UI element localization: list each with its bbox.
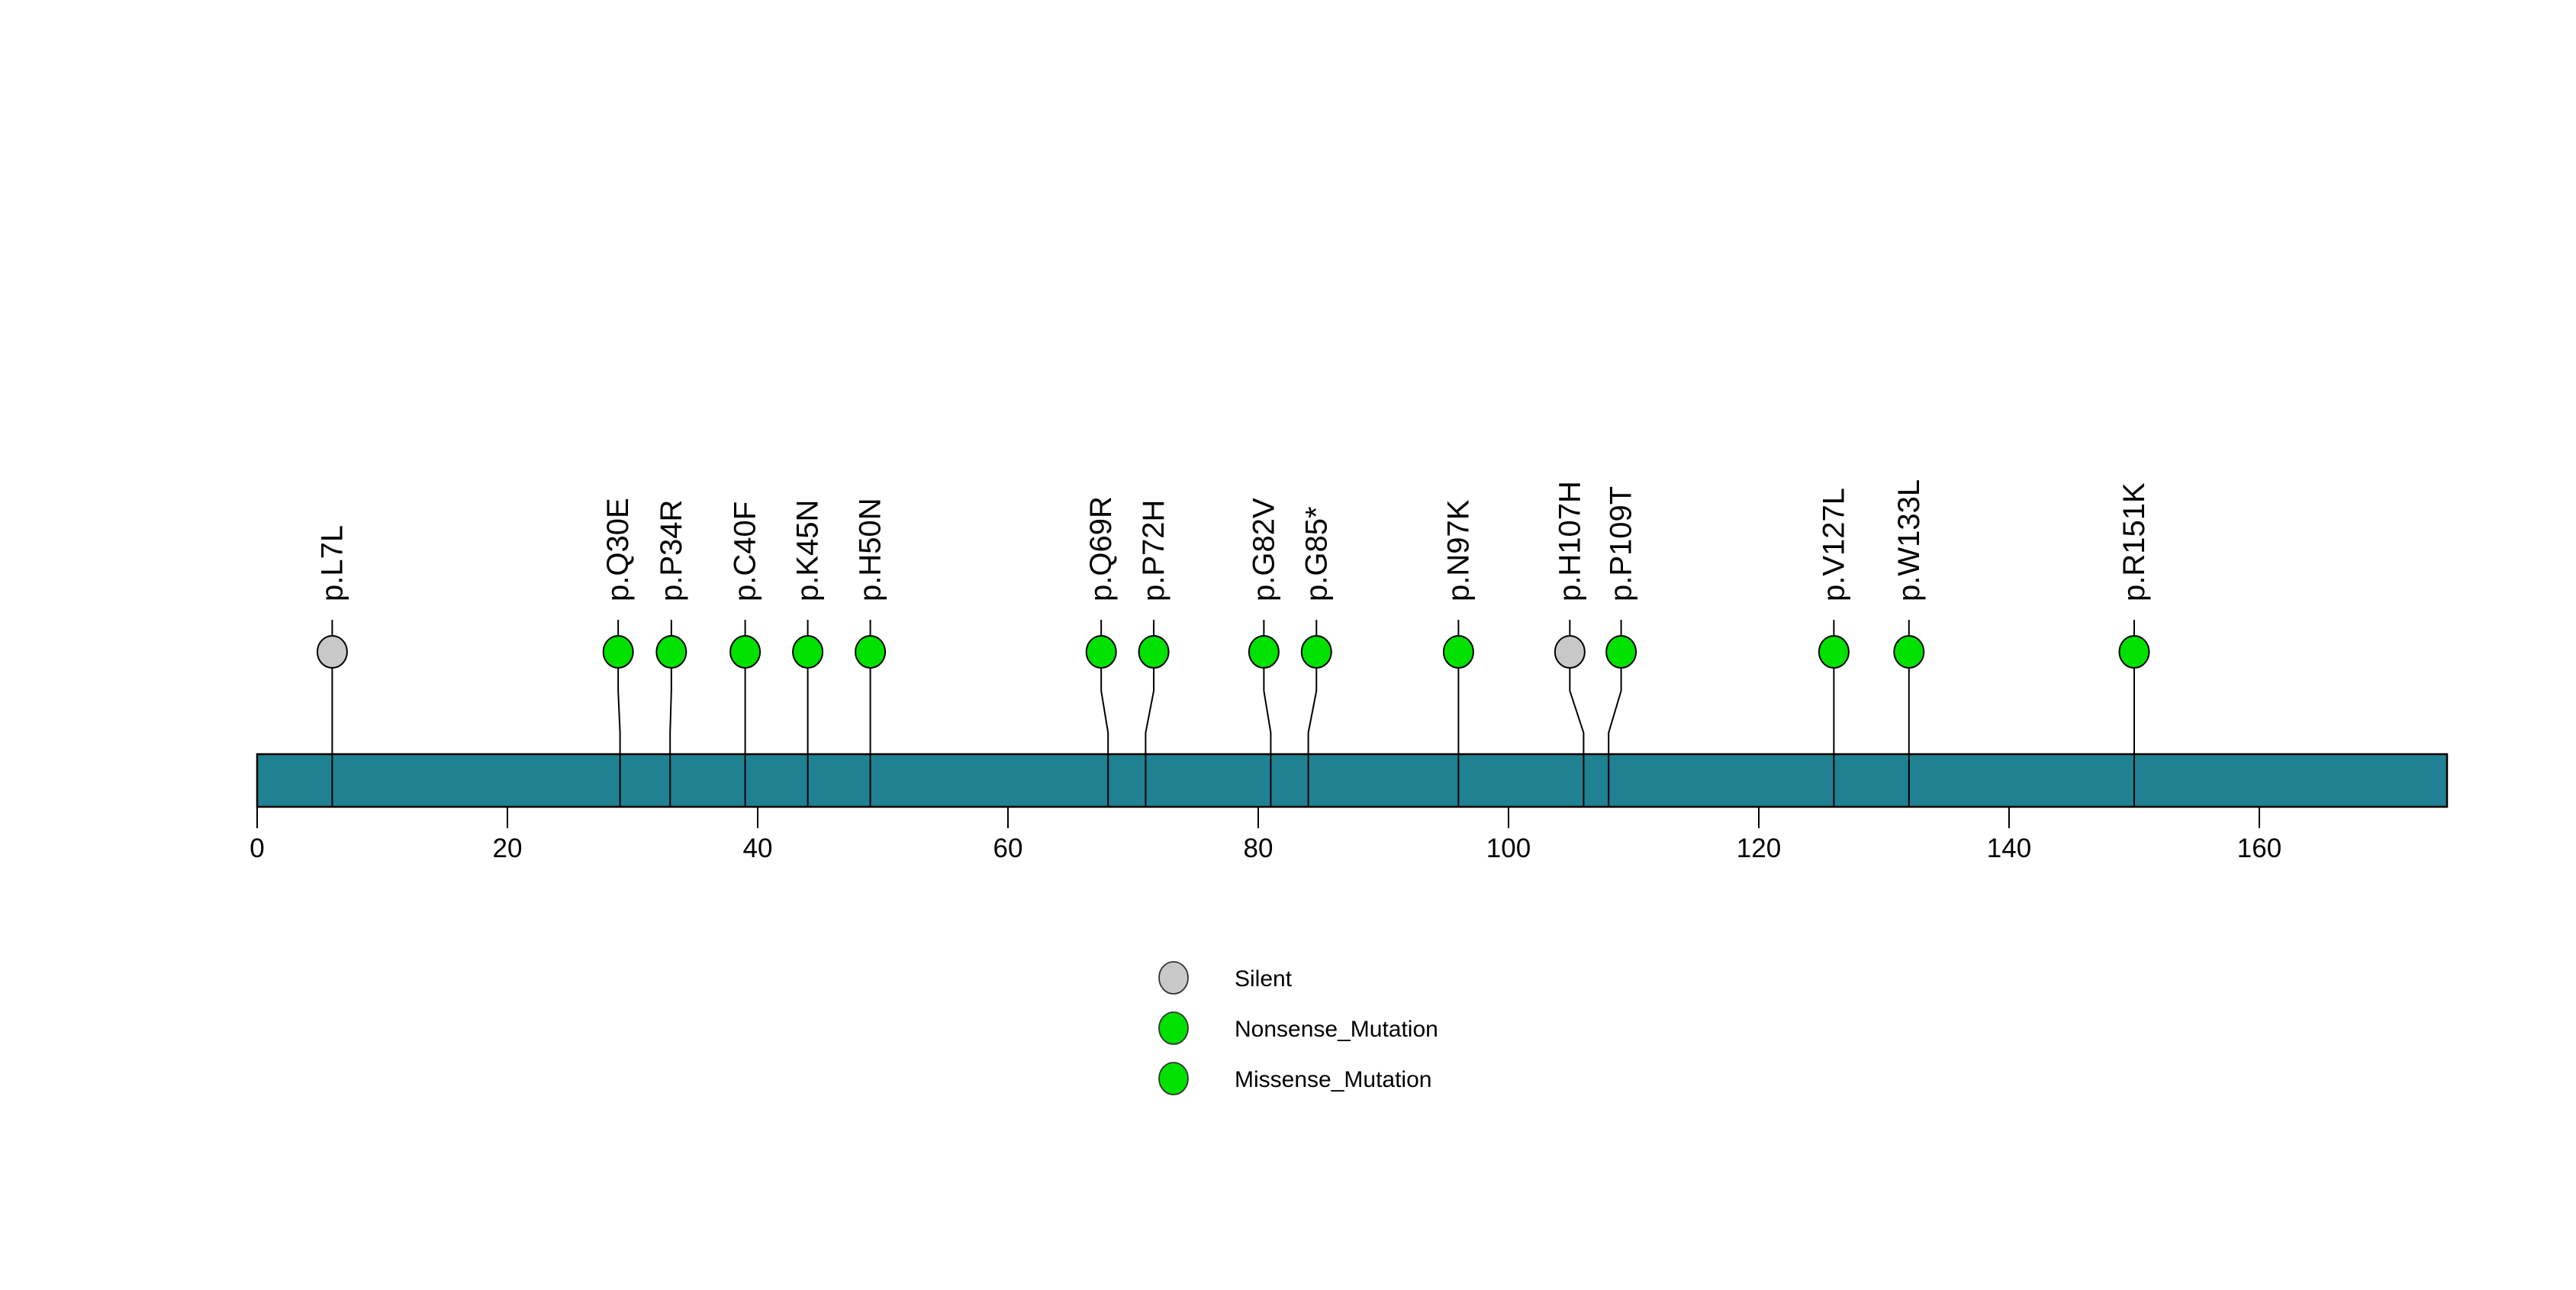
mutation-lollipop [792, 635, 824, 669]
mutation-label: p.N97K [1441, 499, 1475, 601]
mutation-label: p.Q69R [1084, 496, 1118, 601]
mutation-lollipop [2118, 635, 2150, 669]
mutation-label: p.P109T [1605, 486, 1638, 601]
mutation-label: p.W133L [1892, 479, 1926, 601]
mutation-lollipop [602, 635, 634, 669]
mutation-lollipop [1818, 635, 1850, 669]
mutation-label: p.G82V [1247, 498, 1280, 601]
mutation-label: p.H107H [1553, 481, 1586, 601]
mutation-lollipop [1554, 635, 1586, 669]
mutation-label: p.P34R [655, 500, 688, 601]
mutation-lollipop [1248, 635, 1280, 669]
mutation-lollipop [1138, 635, 1170, 669]
axis-tick-label: 120 [1737, 834, 1781, 863]
axis-tick-label: 0 [250, 834, 264, 863]
mutation-lollipop [1893, 635, 1925, 669]
mutation-lollipop [1605, 635, 1637, 669]
mutation-label: p.V127L [1817, 488, 1850, 601]
axis-tick-label: 20 [493, 834, 523, 863]
mutation-lollipop [316, 635, 348, 669]
legend-label: Silent [1235, 966, 1293, 992]
mutation-label: p.H50N [854, 498, 887, 601]
axis-tick-label: 100 [1486, 834, 1531, 863]
mutation-label: p.K45N [791, 500, 825, 601]
mutation-lollipop [1085, 635, 1117, 669]
axis-tick-label: 80 [1244, 834, 1274, 863]
legend-swatch [1158, 961, 1189, 995]
mutation-lollipop [855, 635, 887, 669]
mutation-lollipop [729, 635, 762, 669]
protein-bar [256, 753, 2449, 808]
mutation-lollipop [1300, 635, 1332, 669]
legend-swatch [1158, 1062, 1189, 1095]
mutation-label: p.Q30E [601, 498, 635, 601]
mutation-label: p.R151K [2117, 482, 2151, 601]
mutation-label: p.L7L [315, 525, 349, 601]
mutation-label: p.C40F [729, 501, 762, 601]
legend-label: Nonsense_Mutation [1235, 1017, 1438, 1042]
legend-label: Missense_Mutation [1235, 1067, 1431, 1092]
legend-swatch [1158, 1011, 1189, 1045]
mutation-label: p.G85* [1299, 506, 1333, 601]
mutation-lollipop [1442, 635, 1474, 669]
axis-tick-label: 160 [2237, 834, 2281, 863]
axis-tick-label: 40 [743, 834, 773, 863]
axis-tick-label: 60 [993, 834, 1023, 863]
axis-tick-label: 140 [1987, 834, 2031, 863]
mutation-lollipop [655, 635, 687, 669]
mutation-label: p.P72H [1137, 500, 1170, 601]
